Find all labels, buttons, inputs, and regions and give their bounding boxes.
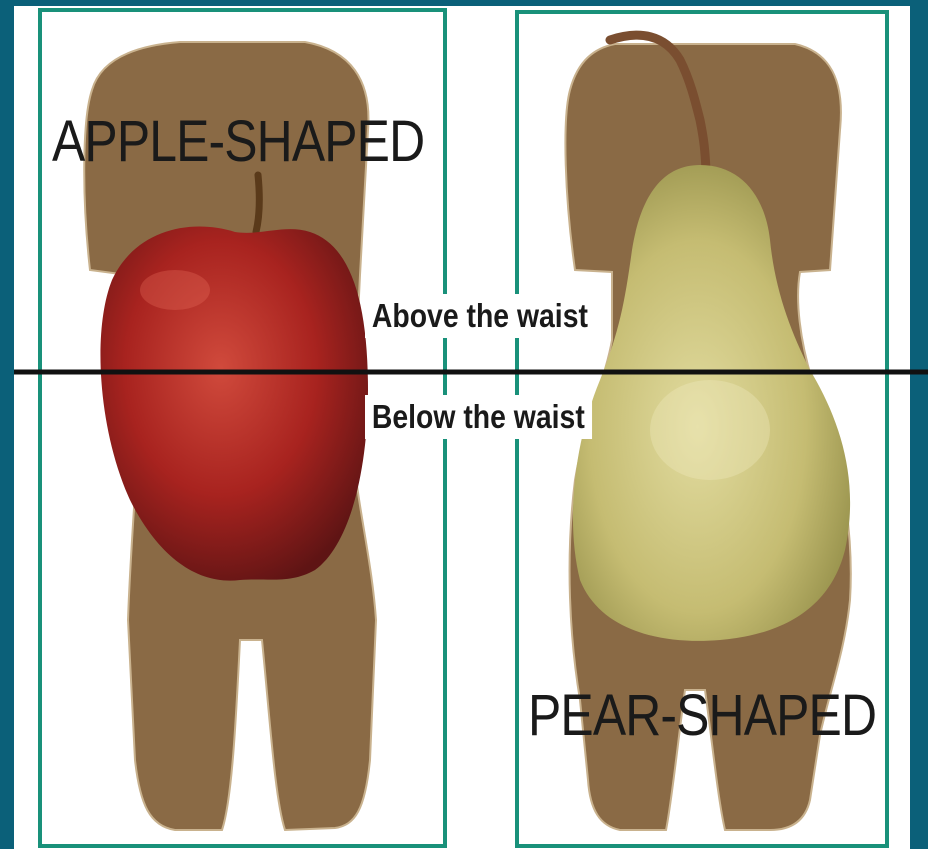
- pear-shaped-title: PEAR-SHAPED: [528, 682, 876, 749]
- below-waist-label: Below the waist: [365, 395, 592, 439]
- apple-shaped-title: APPLE-SHAPED: [52, 108, 424, 175]
- above-waist-label: Above the waist: [365, 294, 595, 338]
- apple-stem: [256, 175, 259, 232]
- page-border-left: [0, 0, 14, 849]
- page-border-right: [910, 0, 928, 849]
- page-border-top: [0, 0, 928, 6]
